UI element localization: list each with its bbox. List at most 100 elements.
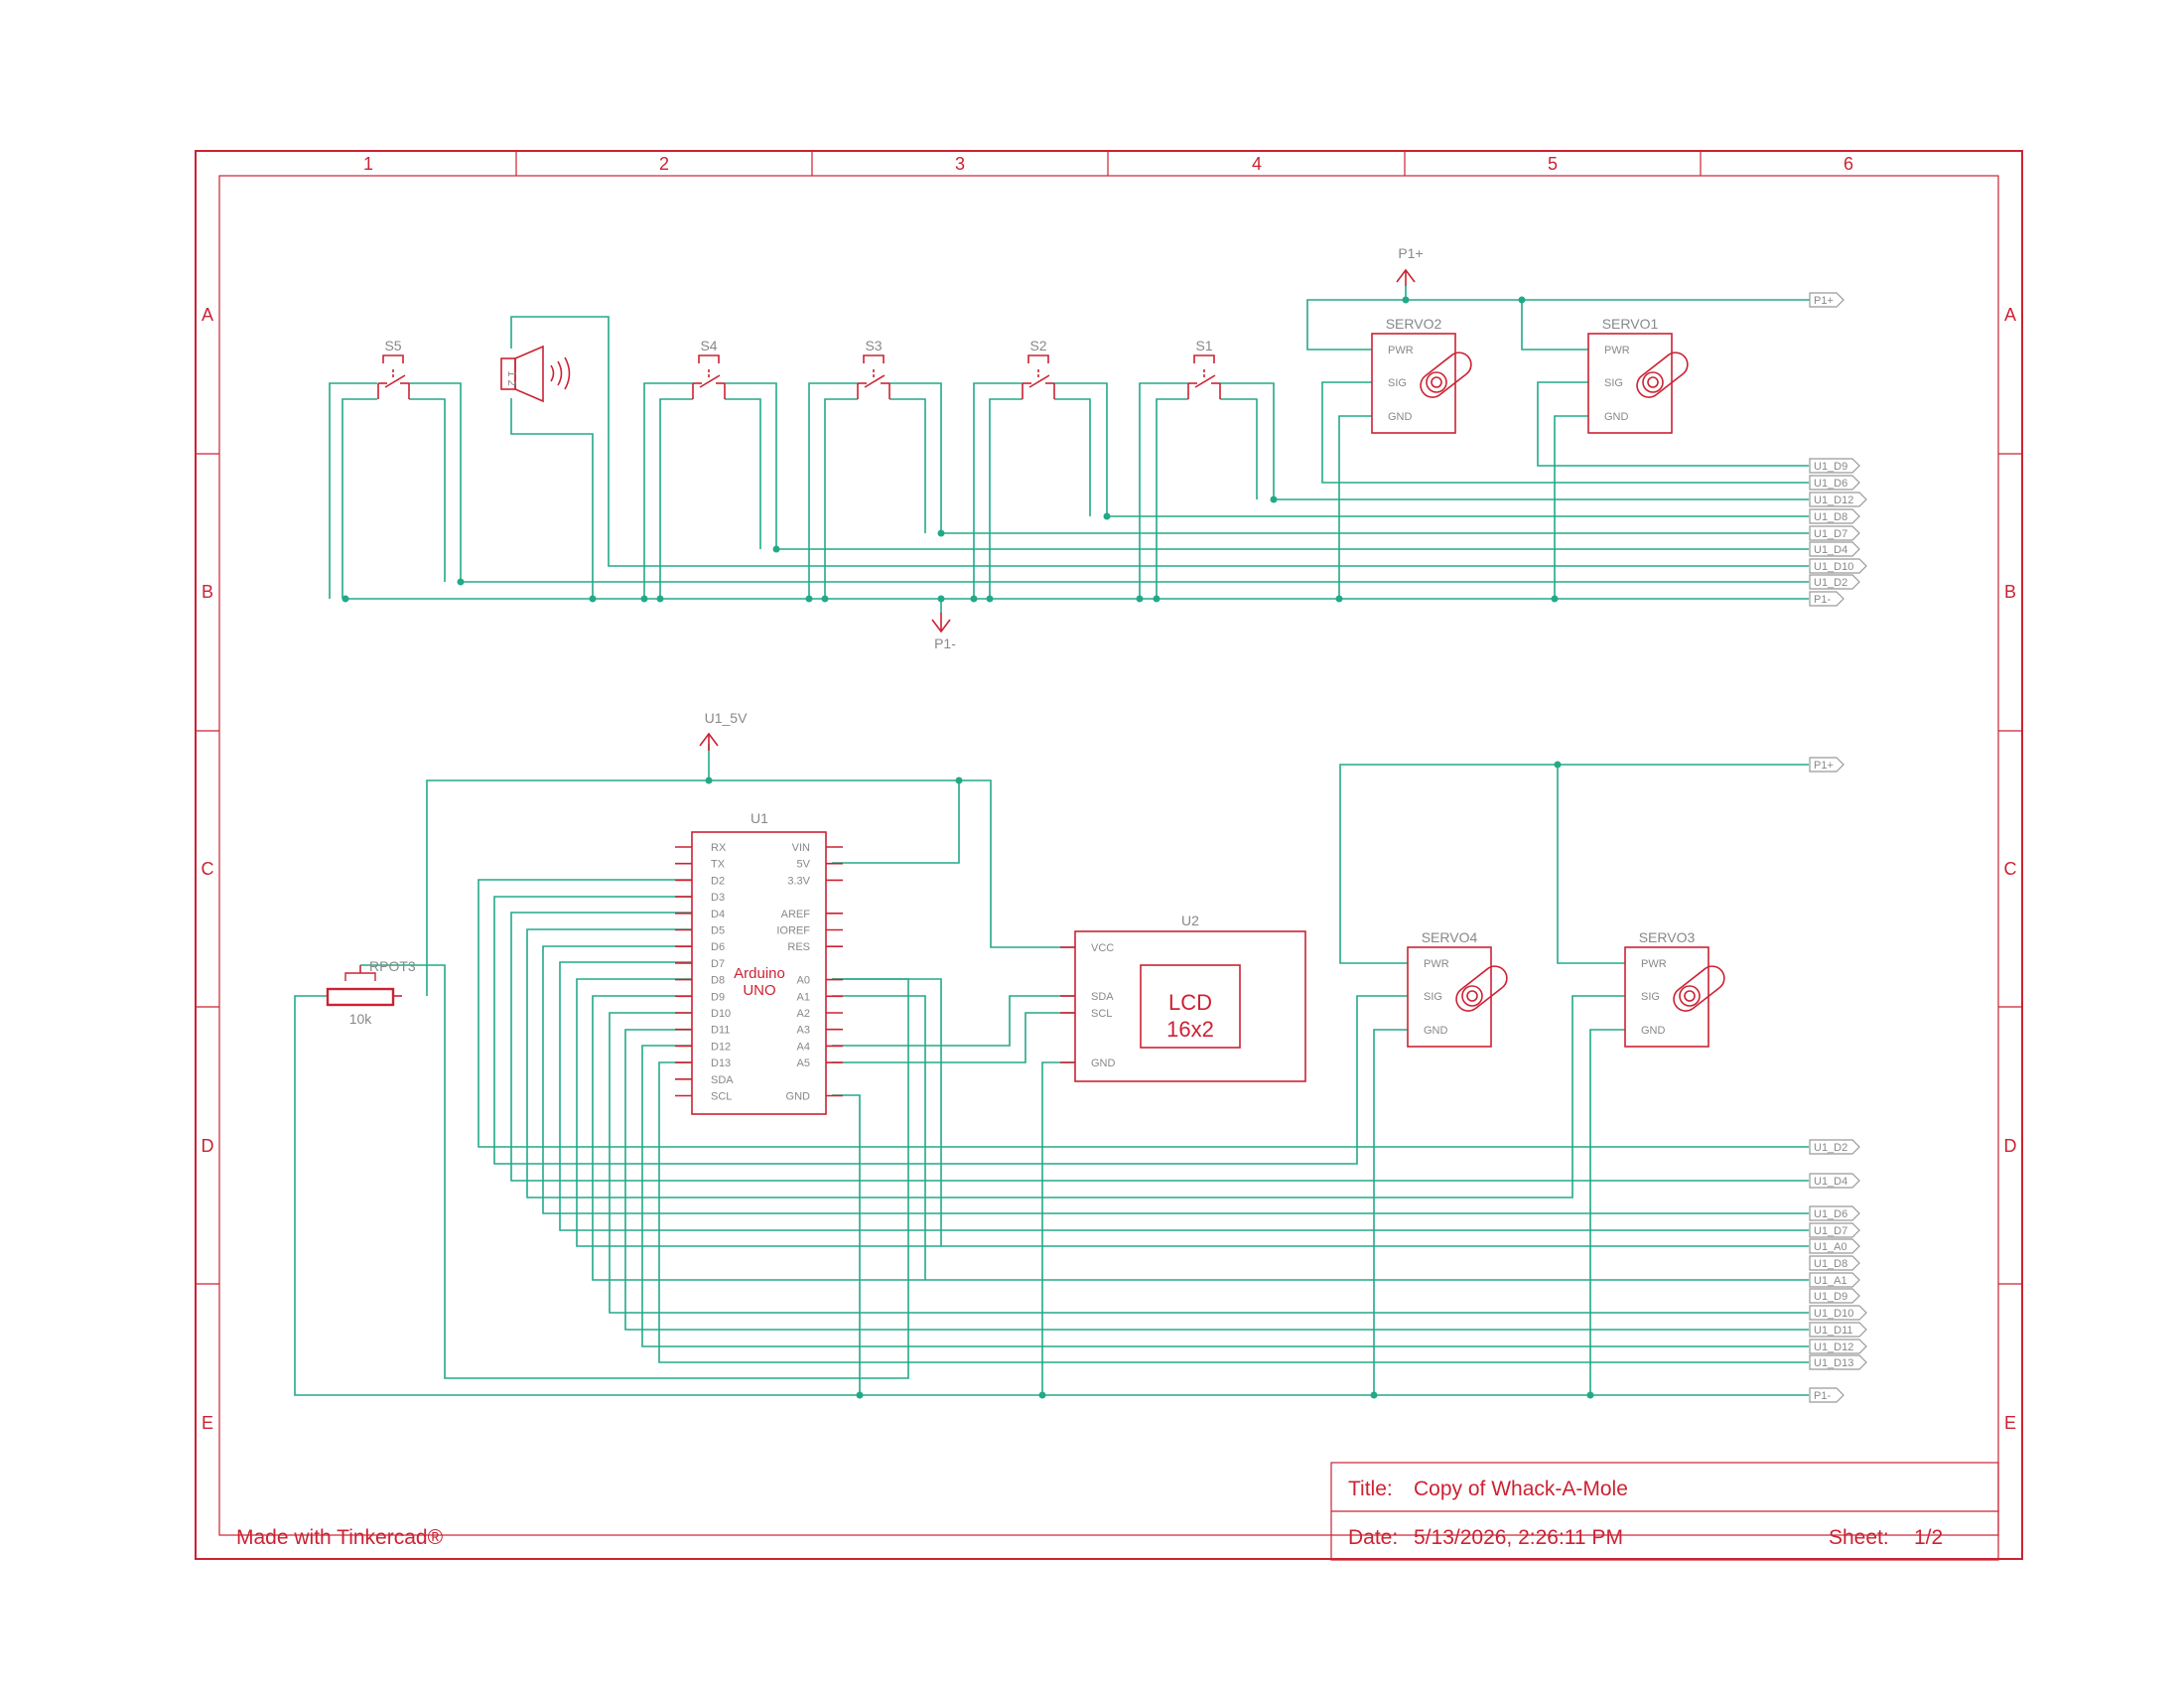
top-wires [329, 286, 1810, 613]
u1-pin-label: 5V [797, 859, 811, 871]
net-tag: U1_A0 [1809, 1238, 1860, 1254]
svg-text:U1_D2: U1_D2 [1814, 577, 1847, 589]
u1-pin-label: D9 [711, 991, 725, 1003]
u1-pin-label: A3 [797, 1025, 810, 1037]
svg-text:S5: S5 [384, 338, 401, 353]
u1-pin-label: D2 [711, 875, 725, 887]
u1-pin-label: D7 [711, 958, 725, 970]
svg-text:U1_D11: U1_D11 [1814, 1325, 1853, 1337]
pushbutton-s1: S1 [1187, 338, 1221, 399]
net-tag: U1_D4 [1809, 1173, 1860, 1189]
svg-text:PWR: PWR [1388, 345, 1414, 356]
date-label: Date: [1348, 1526, 1398, 1549]
svg-text:SIG: SIG [1388, 377, 1407, 389]
u1-pin-label: D5 [711, 925, 725, 937]
u1-pin-label: D10 [711, 1008, 731, 1020]
svg-text:SDA: SDA [1091, 991, 1114, 1003]
svg-text:SERVO4: SERVO4 [1422, 929, 1478, 945]
net-tag: U1_D2 [1809, 1139, 1860, 1155]
u1-pin-label: A0 [797, 975, 810, 987]
u1-pin-label: 3.3V [787, 875, 810, 887]
pushbutton-s3: S3 [857, 338, 890, 399]
column-label: 6 [1843, 154, 1853, 174]
svg-text:UNO: UNO [743, 982, 775, 999]
svg-text:PWR: PWR [1604, 345, 1630, 356]
net-tag: U1_D9 [1809, 458, 1860, 474]
svg-text:U1_D8: U1_D8 [1814, 511, 1847, 523]
svg-text:U1: U1 [751, 810, 768, 826]
servo-servo1: SERVO1 PWR SIG GND [1587, 316, 1689, 434]
p1-plus-symbol: P1+ [1396, 245, 1424, 286]
u1-pin-label: D4 [711, 909, 725, 920]
u1-pin-label: GND [786, 1091, 811, 1103]
net-tag: U1_D10 [1809, 558, 1867, 574]
servo-servo2: SERVO2 PWR SIG GND [1371, 316, 1472, 434]
svg-text:GND: GND [1091, 1058, 1116, 1069]
svg-text:GND: GND [1388, 411, 1413, 423]
svg-text:SERVO2: SERVO2 [1386, 316, 1442, 332]
row-label-left: E [202, 1413, 213, 1433]
svg-text:U1_D4: U1_D4 [1814, 1176, 1847, 1188]
svg-text:U1_D6: U1_D6 [1814, 478, 1847, 490]
column-label: 3 [955, 154, 965, 174]
drawing-title: Copy of Whack-A-Mole [1414, 1478, 1628, 1500]
svg-text:U1_A0: U1_A0 [1814, 1241, 1847, 1253]
svg-text:SERVO1: SERVO1 [1602, 316, 1659, 332]
svg-text:GND: GND [1604, 411, 1629, 423]
svg-text:RPOT3: RPOT3 [369, 958, 416, 974]
svg-text:SIG: SIG [1641, 991, 1660, 1003]
row-label-left: C [202, 859, 214, 879]
svg-text:U1_D9: U1_D9 [1814, 461, 1847, 473]
drawing-date: 5/13/2026, 2:26:11 PM [1414, 1526, 1623, 1549]
svg-text:PWR: PWR [1641, 958, 1667, 970]
u1-pin-label: A2 [797, 1008, 810, 1020]
svg-text:P1+: P1+ [1814, 760, 1834, 772]
u1-pin-label: SDA [711, 1074, 734, 1086]
servo-servo4: SERVO4 PWR SIG GND [1407, 929, 1508, 1048]
column-label: 2 [659, 154, 669, 174]
svg-text:U1_D7: U1_D7 [1814, 1225, 1847, 1237]
svg-text:S4: S4 [700, 338, 717, 353]
title-label: Title: [1348, 1478, 1393, 1500]
u1-pin-label: AREF [781, 909, 811, 920]
svg-text:SIG: SIG [1424, 991, 1442, 1003]
column-label: 1 [363, 154, 373, 174]
title-block: Title: Copy of Whack-A-Mole Date: 5/13/2… [1330, 1462, 1999, 1561]
svg-text:P1+: P1+ [1398, 245, 1423, 261]
pushbutton-s2: S2 [1022, 338, 1055, 399]
svg-text:P1-: P1- [1814, 594, 1831, 606]
svg-text:P1+: P1+ [1814, 295, 1834, 307]
net-tag: U1_D4 [1809, 541, 1860, 557]
svg-text:P1-: P1- [934, 635, 956, 651]
net-tags-top: P1+ U1_D9 U1_D6 U1_D12 U1_D8 U1_D7 U1_D4… [1809, 292, 1867, 607]
net-tag: P1+ [1809, 292, 1844, 308]
arduino-uno-u1: U1 Arduino UNO RXTXD2D3D4D5D6D7D8D9D10D1… [675, 810, 843, 1115]
net-tag: P1- [1809, 1387, 1844, 1403]
net-tag: U1_D9 [1809, 1288, 1860, 1304]
svg-text:U1_D12: U1_D12 [1814, 1341, 1853, 1353]
svg-text:GND: GND [1641, 1025, 1666, 1037]
net-tag: U1_D7 [1809, 1222, 1860, 1238]
row-label-left: B [202, 582, 213, 602]
row-label-left: A [202, 305, 213, 325]
bottom-junctions [705, 761, 1594, 1399]
net-tag: U1_D8 [1809, 508, 1860, 524]
top-junctions [341, 296, 1559, 603]
piezo-buzzer: 1 2 [500, 345, 571, 403]
u1-pin-label: D11 [711, 1025, 730, 1037]
svg-text:U2: U2 [1181, 913, 1199, 928]
net-tag: U1_D13 [1809, 1354, 1867, 1370]
net-tag: U1_D2 [1809, 574, 1860, 590]
net-tag: U1_A1 [1809, 1272, 1860, 1288]
servo-servo3: SERVO3 PWR SIG GND [1624, 929, 1725, 1048]
net-tag: U1_D11 [1809, 1322, 1867, 1338]
svg-text:S3: S3 [865, 338, 882, 353]
net-tag: U1_D10 [1809, 1305, 1867, 1321]
net-tag: U1_D7 [1809, 525, 1860, 541]
u1-pin-label: IOREF [776, 925, 810, 937]
drawing-frame: 1 2 3 4 5 6 A B C D E A B C D E [195, 150, 2023, 1560]
